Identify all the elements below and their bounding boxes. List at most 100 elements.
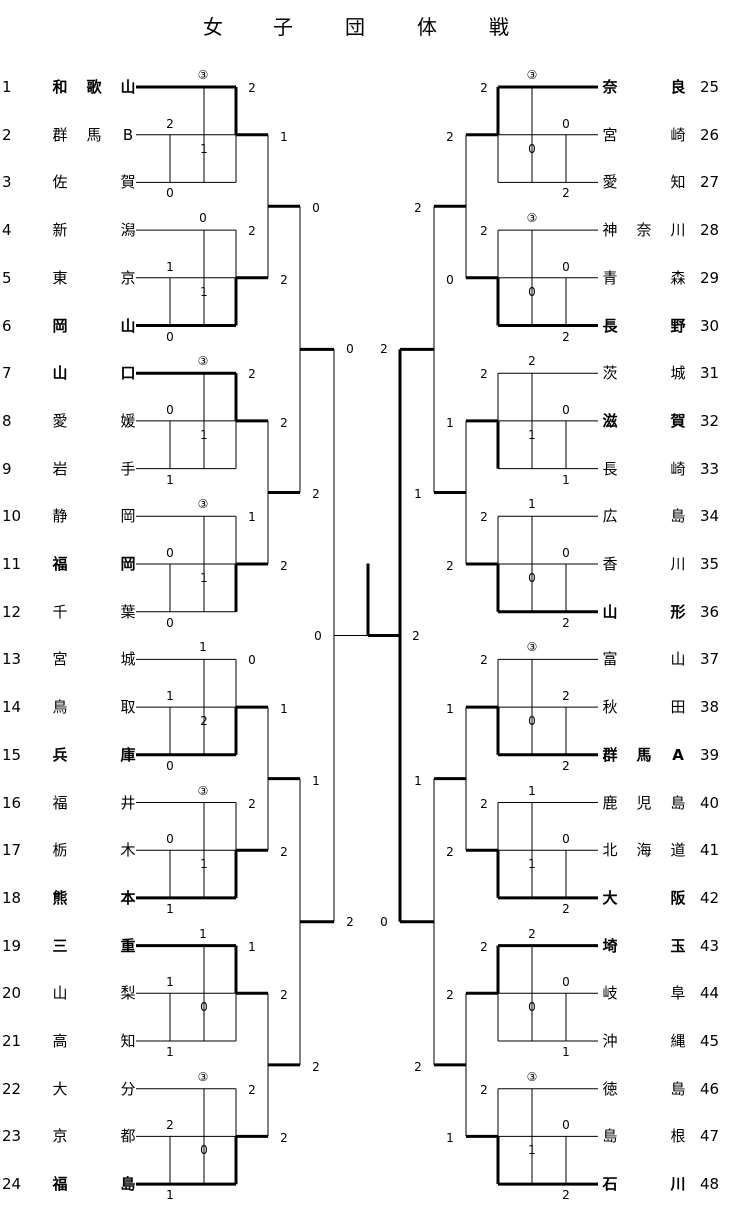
team-name: 栃木 (50, 840, 140, 860)
team-name: 愛媛 (50, 411, 140, 431)
score-label: 2 (312, 1059, 320, 1074)
score-label: 2 (346, 914, 354, 929)
team-number: 22 (2, 1079, 22, 1098)
score-label: 0 (528, 1000, 536, 1015)
team-name-char: B (122, 125, 134, 144)
team-name-char: 手 (120, 459, 136, 478)
team-name-char: 神 (602, 221, 618, 240)
team-number: 20 (2, 984, 22, 1003)
team-name: 石川 (600, 1174, 690, 1194)
team-name: 山口 (50, 363, 140, 383)
score-label: 2 (280, 988, 288, 1003)
team-name-char: 崎 (670, 125, 686, 144)
title-char: 体 (417, 15, 437, 39)
team-number: 39 (700, 745, 720, 764)
team-name-char: 長 (602, 459, 618, 478)
score-label: 0 (346, 342, 354, 357)
team-name-char: 山 (670, 650, 686, 669)
score-label: 2 (446, 129, 454, 144)
team-name-char: 京 (120, 268, 136, 287)
score-label: 0 (200, 1000, 208, 1015)
team-number: 28 (700, 221, 720, 240)
team-name: 京都 (50, 1126, 140, 1146)
team-name-char: 鹿 (602, 793, 618, 812)
team-name: 静岡 (50, 506, 140, 526)
score-label: 2 (480, 939, 488, 954)
team-number: 8 (2, 411, 12, 430)
team-name-char: 青 (602, 268, 618, 287)
score-label: ③ (526, 640, 538, 655)
team-name-char: 奈 (636, 221, 652, 240)
team-name: 岐阜 (600, 983, 690, 1003)
team-name-char: 宮 (52, 650, 68, 669)
score-label: 1 (414, 487, 422, 502)
score-label: 0 (166, 832, 174, 847)
team-name-char: 良 (670, 78, 686, 96)
team-number: 42 (700, 888, 720, 907)
team-name-char: 島 (602, 1127, 618, 1146)
score-label: ③ (197, 354, 209, 369)
score-label: 2 (200, 714, 208, 729)
team-number: 19 (2, 936, 22, 955)
score-label: 0 (562, 546, 570, 560)
team-name: 鹿児島 (600, 793, 690, 813)
team-number: 40 (700, 793, 720, 812)
team-number: 11 (2, 555, 22, 573)
team-name-char: 京 (52, 1127, 68, 1146)
team-number: 25 (700, 78, 720, 96)
team-name-char: 愛 (602, 173, 618, 192)
team-number: 1 (2, 78, 12, 96)
team-name-char: 和 (52, 78, 68, 96)
score-label: 2 (480, 510, 488, 525)
score-label: 2 (166, 1118, 174, 1133)
team-name-char: 田 (670, 698, 686, 717)
score-label: ③ (197, 68, 209, 82)
team-name-char: 賀 (120, 173, 136, 192)
score-label: 1 (199, 926, 207, 941)
team-name-char: 福 (52, 1175, 68, 1194)
score-label: 1 (562, 1045, 570, 1059)
score-label: 1 (200, 141, 208, 156)
team-number: 31 (700, 364, 720, 383)
score-label: 0 (528, 571, 536, 585)
score-label: 2 (280, 415, 288, 430)
team-name-char: 秋 (602, 698, 618, 717)
team-name-char: 愛 (52, 411, 68, 430)
team-number: 4 (2, 221, 12, 240)
team-name: 岡山 (50, 316, 140, 336)
team-name-char: 木 (120, 841, 136, 860)
score-label: 2 (562, 901, 570, 916)
score-label: 2 (248, 367, 256, 382)
score-label: 0 (528, 714, 536, 729)
score-label: 1 (248, 939, 256, 954)
team-name-char: 大 (602, 888, 618, 907)
score-label: 2 (280, 845, 288, 860)
team-name: 新潟 (50, 220, 140, 240)
team-name-char: 根 (670, 1127, 686, 1146)
team-name-char: 千 (52, 602, 68, 621)
score-label: 0 (166, 402, 174, 417)
score-label: 0 (562, 975, 570, 990)
score-label: 2 (280, 272, 288, 287)
team-name: 長崎 (600, 459, 690, 479)
team-number: 21 (2, 1032, 22, 1050)
score-label: 2 (528, 354, 536, 369)
team-name-char: 賀 (670, 411, 686, 430)
team-name-char: 阜 (670, 984, 686, 1003)
score-label: 1 (200, 427, 208, 442)
team-number: 34 (700, 507, 720, 526)
score-label: 0 (446, 272, 454, 287)
score-label: 2 (248, 1082, 256, 1097)
team-name: 沖縄 (600, 1031, 690, 1051)
team-name: 青森 (600, 268, 690, 288)
team-number: 26 (700, 125, 720, 144)
team-name-char: 福 (52, 555, 68, 573)
team-name-char: 阪 (670, 888, 686, 907)
team-number: 41 (700, 841, 720, 860)
team-name: 神奈川 (600, 220, 690, 240)
team-name: 千葉 (50, 602, 140, 622)
team-number: 24 (2, 1175, 22, 1194)
score-label: 1 (528, 783, 536, 798)
score-label: 1 (166, 901, 174, 916)
